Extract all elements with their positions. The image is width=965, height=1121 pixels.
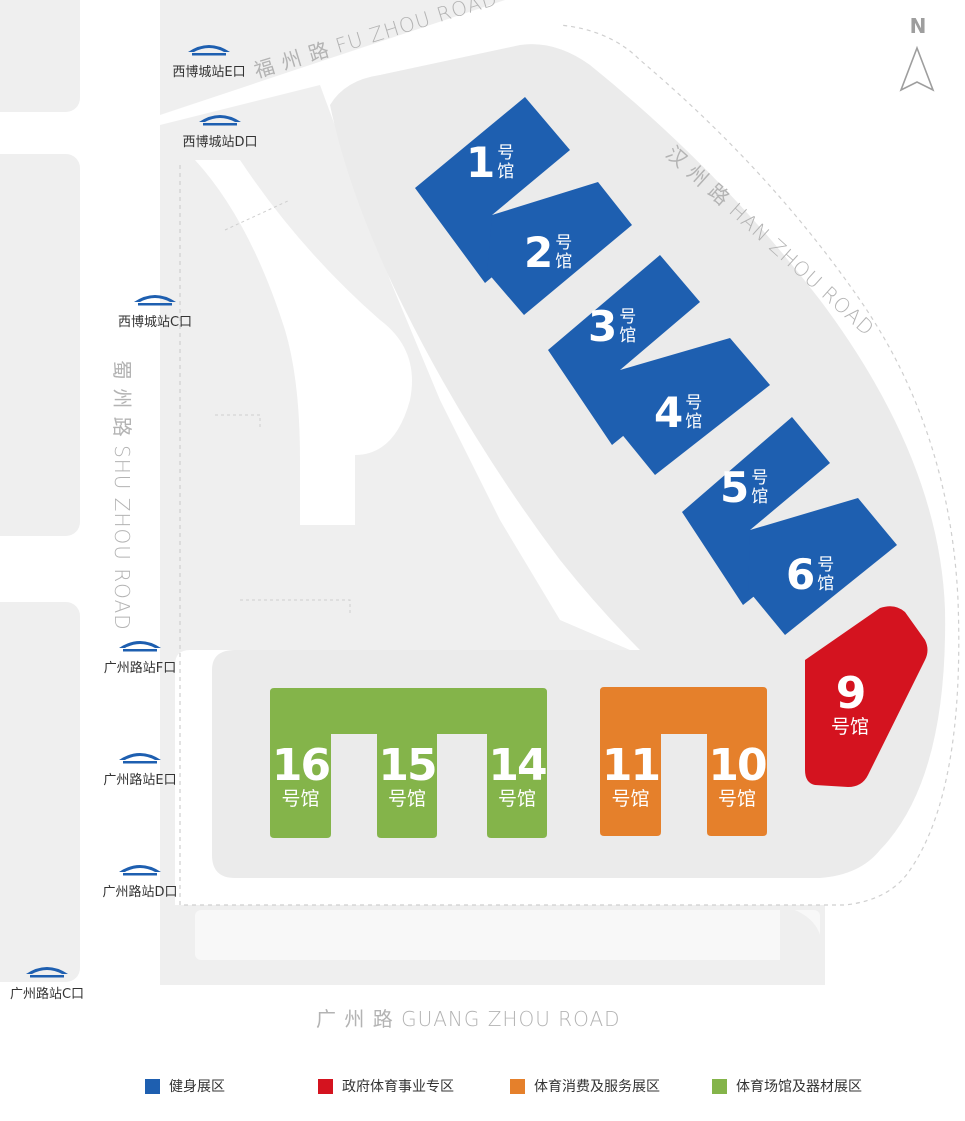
metro-station[interactable]: 广州路站E口 [85,748,195,788]
hall-5-shape[interactable] [682,417,830,605]
hall-1-shape[interactable] [415,97,570,283]
legend-swatch [510,1078,525,1094]
south-road-inner [195,910,820,960]
hall-number: 11 [601,740,661,791]
hall-number: 2 [524,228,554,277]
legend-label: 体育场馆及器材展区 [736,1079,862,1095]
hall-number: 14 [488,740,547,791]
hall-11-label[interactable]: 11 号馆 [600,740,661,811]
campus-ground [212,44,946,878]
hall-4-shape[interactable] [620,338,770,475]
city-block [0,602,80,982]
hall-suffix: 号馆 [555,233,573,272]
hall-2-shape[interactable] [487,182,632,315]
hall-3-shape[interactable] [548,255,700,445]
hall-suffix: 号馆 [497,143,515,182]
legend-label: 体育消费及服务展区 [534,1079,660,1095]
hall-number: 6 [786,550,816,599]
metro-station[interactable]: 广州路站C口 [0,962,102,1002]
legend-item-government[interactable]: 政府体育事业专区 [318,1076,454,1096]
metro-logo-icon [199,115,241,126]
metro-station[interactable]: 广州路站D口 [85,860,195,900]
metro-station[interactable]: 西博城站C口 [100,290,210,330]
west-strip [160,0,505,115]
metro-logo-icon [119,865,161,876]
hall-suffix: 号馆 [751,468,769,507]
south-notch [780,905,822,985]
hall-14-label[interactable]: 14 号馆 [487,740,547,811]
hall-number: 4 [654,388,684,437]
legend-label: 政府体育事业专区 [342,1079,454,1095]
metro-logo-icon [134,295,176,306]
hall-5-label[interactable]: 5 号馆 [720,467,769,509]
station-name: 广州路站D口 [102,885,178,900]
metro-station[interactable]: 西博城站D口 [165,110,275,150]
hall-suffix: 号馆 [685,393,703,432]
hall-3-label[interactable]: 3 号馆 [588,306,637,348]
city-block [0,154,80,536]
legend-item-venue[interactable]: 体育场馆及器材展区 [712,1076,862,1096]
west-ground [160,85,630,985]
station-name: 西博城站D口 [182,135,258,150]
metro-logo-icon [188,45,230,56]
hall-2-label[interactable]: 2 号馆 [524,232,573,274]
metro-logo-icon [119,753,161,764]
plaza-outline [215,199,351,615]
hall-suffix: 号馆 [830,716,869,738]
metro-station[interactable]: 西博城站E口 [154,40,264,80]
road-shu-zhou: 蜀 州 路 SHU ZHOU ROAD [110,360,134,631]
hall-16-label[interactable]: 16 号馆 [270,740,331,811]
hall-suffix: 号馆 [619,307,637,346]
legend-item-fitness[interactable]: 健身展区 [145,1076,225,1096]
station-name: 西博城站C口 [117,315,193,330]
legend-label: 健身展区 [169,1079,225,1095]
hall-10-label[interactable]: 10 号馆 [707,740,767,811]
city-block [0,0,80,112]
hall-suffix: 号馆 [611,788,650,810]
station-name: 广州路站E口 [103,773,177,788]
hall-9-shape[interactable] [805,606,928,787]
dashed-path [179,24,960,906]
compass: N [898,14,938,94]
hall-6-shape[interactable] [748,498,897,635]
station-name: 西博城站E口 [172,65,246,80]
metro-station[interactable]: 广州路站F口 [85,636,195,676]
map-legend: 健身展区 政府体育事业专区 体育消费及服务展区 体育场馆及器材展区 [0,1076,965,1100]
legend-swatch [712,1078,727,1094]
legend-item-consumption[interactable]: 体育消费及服务展区 [510,1076,660,1096]
station-name: 广州路站C口 [9,987,85,1002]
hall-11-10-shape[interactable] [600,687,767,836]
hall-suffix: 号馆 [817,555,835,594]
compass-north-label: N [909,14,927,38]
hall-16-15-14-shape[interactable] [270,688,547,838]
hall-4-label[interactable]: 4 号馆 [654,392,703,434]
hall-number: 1 [466,138,496,187]
hall-9-label[interactable]: 9 号馆 [820,668,880,739]
hall-suffix: 号馆 [281,788,320,810]
metro-logo-icon [26,967,68,978]
hall-15-label[interactable]: 15 号馆 [377,740,437,811]
hall-number: 10 [708,740,767,791]
hall-suffix: 号馆 [497,788,536,810]
hall-number: 3 [588,302,618,351]
hall-number: 16 [271,740,331,791]
hall-suffix: 号馆 [387,788,426,810]
hall-number: 15 [378,740,437,791]
metro-logo-icon [119,641,161,652]
legend-swatch [145,1078,160,1094]
plaza [195,160,412,525]
hall-suffix: 号馆 [717,788,756,810]
road-guang-zhou: 广 州 路 GUANG ZHOU ROAD [316,1007,621,1031]
hall-6-label[interactable]: 6 号馆 [786,554,835,596]
station-name: 广州路站F口 [103,661,177,676]
compass-arrow-icon [899,45,935,92]
hall-number: 5 [720,463,750,512]
hall-1-label[interactable]: 1 号馆 [466,142,515,184]
legend-swatch [318,1078,333,1094]
hall-number: 9 [835,668,867,719]
